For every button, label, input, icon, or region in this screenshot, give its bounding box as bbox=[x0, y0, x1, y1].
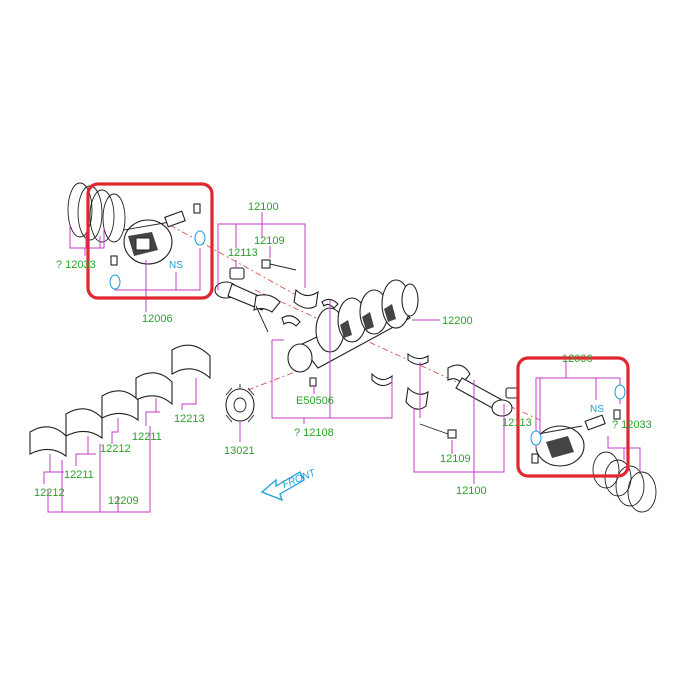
part-label-12211-b[interactable]: 12211 bbox=[64, 469, 94, 481]
part-label-12212-a[interactable]: 12212 bbox=[100, 443, 131, 455]
main-bearings-center[interactable] bbox=[281, 298, 429, 387]
part-label-12113-bottom[interactable]: 12113 bbox=[502, 417, 532, 429]
part-label-12033-right[interactable]: ? 12033 bbox=[612, 419, 652, 431]
part-label-12113-top[interactable]: 12113 bbox=[228, 247, 258, 259]
info-icon bbox=[109, 274, 121, 290]
crankshaft[interactable] bbox=[287, 279, 419, 373]
front-arrow bbox=[260, 471, 305, 502]
part-label-e50506[interactable]: E50506 bbox=[296, 395, 334, 407]
part-label-12100-top[interactable]: 12100 bbox=[248, 201, 279, 213]
part-label-12212-b[interactable]: 12212 bbox=[34, 487, 65, 499]
conrod-bushing-bottom[interactable] bbox=[505, 387, 519, 399]
part-label-12213[interactable]: 12213 bbox=[174, 413, 205, 425]
connecting-rod-top[interactable] bbox=[214, 281, 281, 333]
part-label-12211-a[interactable]: 12211 bbox=[132, 431, 162, 443]
part-label-12006-right[interactable]: 12006 bbox=[562, 353, 593, 365]
connecting-rod-bottom[interactable] bbox=[447, 364, 513, 417]
conrod-cap-top[interactable] bbox=[293, 288, 319, 309]
snap-ring-right[interactable] bbox=[531, 409, 621, 464]
bearing-halves-lower-left[interactable] bbox=[29, 344, 211, 458]
piston-rings-right[interactable] bbox=[592, 451, 657, 513]
piston-pin-right[interactable] bbox=[584, 414, 606, 431]
part-label-12109-bottom[interactable]: 12109 bbox=[440, 453, 471, 465]
leader-lines bbox=[43, 212, 641, 513]
part-label-12108[interactable]: ? 12108 bbox=[294, 427, 334, 439]
ns-label-right: NS bbox=[590, 404, 604, 415]
part-label-12100-bottom[interactable]: 12100 bbox=[456, 485, 487, 497]
front-label: FRONT bbox=[281, 467, 318, 490]
highlight-box-right bbox=[516, 356, 630, 478]
snap-ring-left[interactable] bbox=[110, 203, 201, 266]
info-icon bbox=[614, 384, 626, 400]
conrod-bushing-top[interactable] bbox=[229, 267, 245, 280]
ns-label-left: NS bbox=[169, 260, 183, 271]
crankshaft-plug[interactable] bbox=[309, 377, 317, 387]
piston-left[interactable] bbox=[123, 219, 173, 265]
conrod-cap-bottom[interactable] bbox=[405, 386, 429, 410]
part-number-labels: ? 12033 12006 NS 12100 12113 12109 12200… bbox=[34, 201, 652, 507]
conrod-bolt-top[interactable] bbox=[261, 259, 297, 271]
part-label-12200[interactable]: 12200 bbox=[442, 315, 473, 327]
part-label-13021[interactable]: 13021 bbox=[224, 445, 255, 457]
piston-rings-left[interactable] bbox=[67, 182, 126, 243]
highlight-box-left bbox=[86, 182, 214, 300]
piston-right[interactable] bbox=[535, 425, 585, 467]
conrod-bolt-bottom[interactable] bbox=[419, 423, 457, 439]
part-label-12209[interactable]: 12209 bbox=[108, 495, 139, 507]
part-label-12109-top[interactable]: 12109 bbox=[254, 235, 285, 247]
info-icon bbox=[194, 230, 206, 246]
crank-sprocket[interactable] bbox=[225, 384, 255, 426]
part-label-12006-left[interactable]: 12006 bbox=[142, 313, 173, 325]
info-marks bbox=[109, 230, 626, 446]
info-icon bbox=[530, 430, 542, 446]
part-label-12033-left[interactable]: ? 12033 bbox=[56, 259, 96, 271]
piston-pin-left[interactable] bbox=[164, 210, 186, 228]
